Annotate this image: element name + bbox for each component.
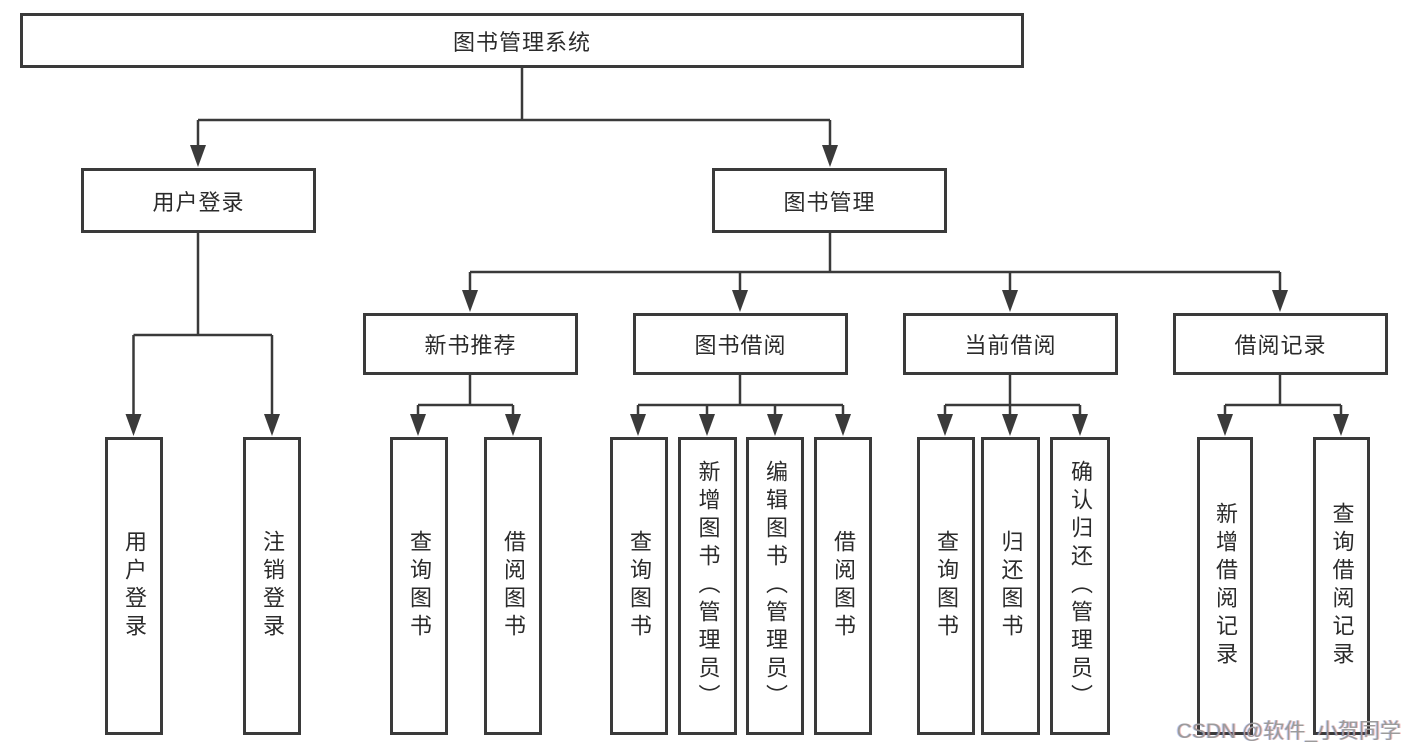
csdn-watermark: CSDN @软件_小贺同学 <box>1176 720 1401 743</box>
leaf-query-books-recommend: 查询图书 <box>390 437 448 735</box>
node-label: 用户登录 <box>152 189 245 215</box>
node-label: 查询图书 <box>627 530 652 642</box>
node-user-login: 用户登录 <box>81 168 316 233</box>
node-label: 编辑图书（管理员） <box>763 460 788 712</box>
node-root-system: 图书管理系统 <box>20 13 1024 68</box>
leaf-add-book-admin: 新增图书（管理员） <box>678 437 737 735</box>
leaf-borrow-books: 借阅图书 <box>814 437 872 735</box>
leaf-query-borrow-record: 查询借阅记录 <box>1313 437 1370 735</box>
node-label: 当前借阅 <box>964 333 1057 358</box>
node-label: 用户登录 <box>122 530 147 642</box>
leaf-query-books-borrowing: 查询图书 <box>610 437 668 735</box>
node-label: 查询借阅记录 <box>1329 502 1355 670</box>
node-label: 查询图书 <box>407 530 432 642</box>
node-label: 注销登录 <box>260 530 285 642</box>
node-label: 归还图书 <box>998 530 1024 642</box>
leaf-user-login: 用户登录 <box>105 437 163 735</box>
node-label: 借阅图书 <box>831 530 856 642</box>
node-label: 新书推荐 <box>424 333 517 358</box>
node-book-management: 图书管理 <box>712 168 947 233</box>
leaf-borrow-books-recommend: 借阅图书 <box>484 437 542 735</box>
node-label: 借阅图书 <box>501 530 526 642</box>
leaf-add-borrow-record: 新增借阅记录 <box>1197 437 1253 735</box>
leaf-confirm-return-admin: 确认归还（管理员） <box>1050 437 1110 735</box>
node-current-borrowing: 当前借阅 <box>903 313 1118 375</box>
node-label: 图书管理 <box>783 189 876 215</box>
node-label: 确认归还（管理员） <box>1068 460 1093 712</box>
node-label: 图书管理系统 <box>452 29 591 55</box>
node-book-borrowing: 图书借阅 <box>633 313 848 375</box>
node-borrow-records: 借阅记录 <box>1173 313 1388 375</box>
leaf-edit-book-admin: 编辑图书（管理员） <box>746 437 804 735</box>
node-label: 新增图书（管理员） <box>695 460 721 712</box>
node-label: 图书借阅 <box>694 333 787 358</box>
leaf-return-books: 归还图书 <box>981 437 1040 735</box>
leaf-logout: 注销登录 <box>243 437 301 735</box>
node-label: 查询图书 <box>934 530 959 642</box>
node-new-book-recommend: 新书推荐 <box>363 313 578 375</box>
node-label: 新增借阅记录 <box>1213 502 1238 670</box>
node-label: 借阅记录 <box>1234 333 1327 358</box>
leaf-query-books-current: 查询图书 <box>917 437 975 735</box>
